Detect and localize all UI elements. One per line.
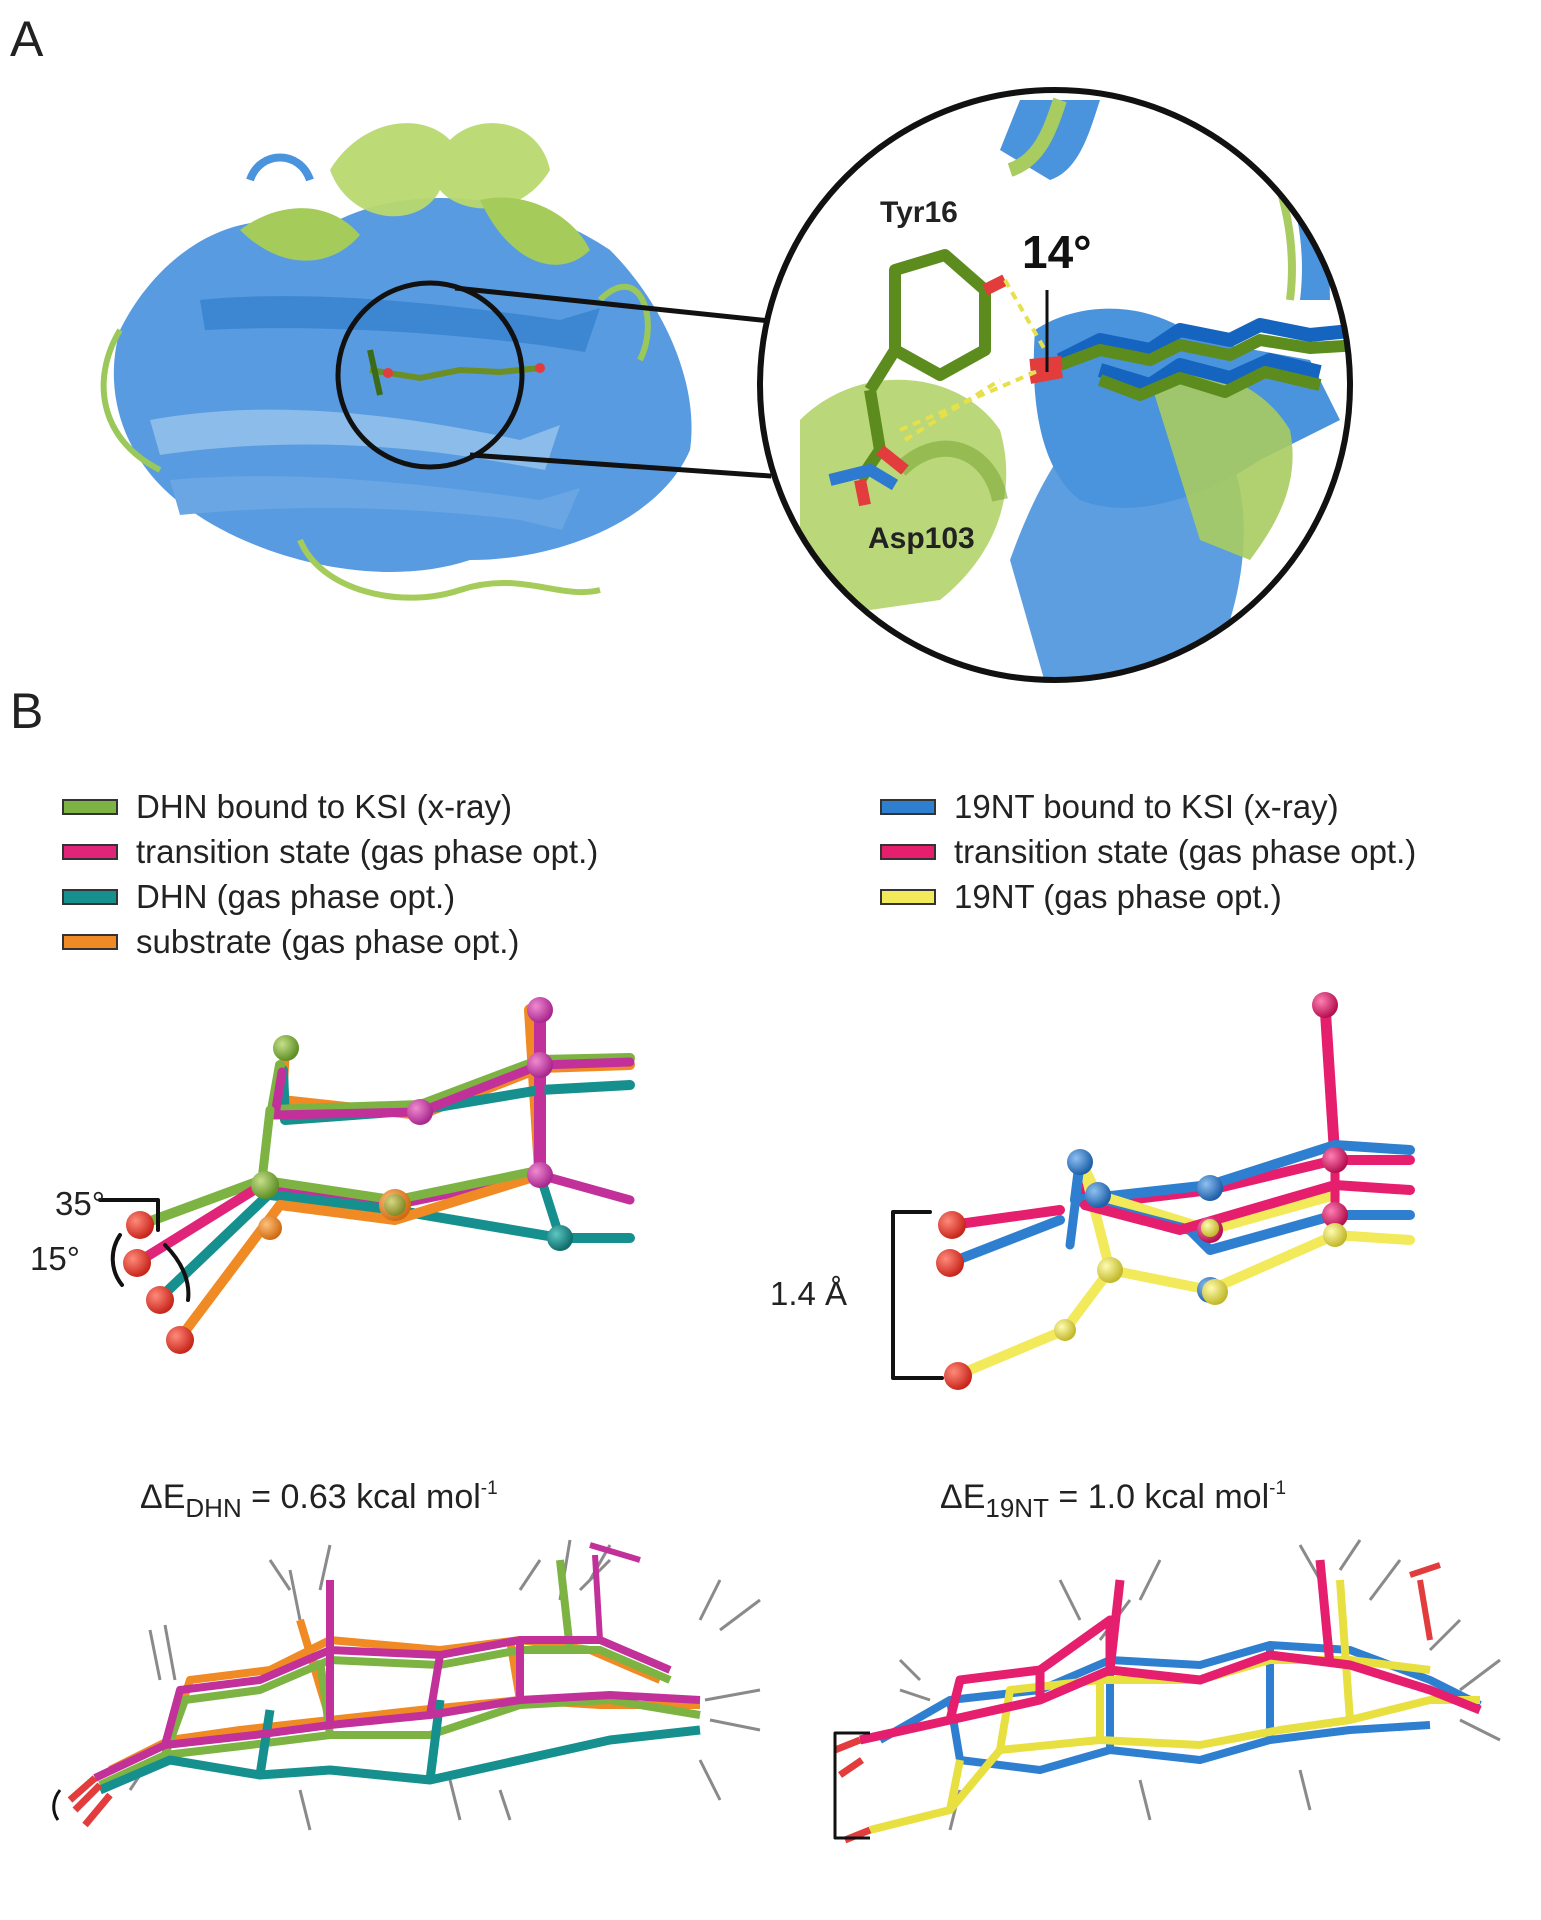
- angle-35-label: 35°: [55, 1185, 105, 1222]
- energy-subscript: 19NT: [985, 1493, 1049, 1523]
- legend-label: 19NT bound to KSI (x-ray): [954, 788, 1339, 825]
- legend-swatch: [880, 889, 936, 905]
- energy-value: = 0.63 kcal mol: [241, 1478, 481, 1516]
- legend-label: DHN bound to KSI (x-ray): [136, 788, 512, 825]
- asp103-label: Asp103: [868, 522, 975, 555]
- legend-swatch: [880, 844, 936, 860]
- legend-swatch: [62, 889, 118, 905]
- legend-label: substrate (gas phase opt.): [136, 923, 520, 960]
- legend-label: 19NT (gas phase opt.): [954, 878, 1282, 915]
- energy-dhn-label: ΔEDHN = 0.63 kcal mol-1: [140, 1478, 498, 1524]
- legend-swatch: [880, 799, 936, 815]
- energy-superscript: -1: [480, 1478, 498, 1499]
- legend-item: substrate (gas phase opt.): [62, 922, 519, 962]
- wireframe-19nt: [833, 1539, 1501, 1844]
- panel-b-letter: B: [10, 683, 44, 739]
- legend-item: DHN bound to KSI (x-ray): [62, 787, 512, 827]
- energy-19nt-label: ΔE19NT = 1.0 kcal mol-1: [940, 1478, 1286, 1524]
- legend-swatch: [62, 799, 118, 815]
- legend-item: transition state (gas phase opt.): [62, 832, 598, 872]
- selection-circle: [335, 280, 525, 470]
- energy-superscript: -1: [1269, 1478, 1287, 1499]
- wireframe-dhn: [52, 1539, 761, 1831]
- protein-cartoon: [100, 123, 692, 601]
- legend-label: transition state (gas phase opt.): [136, 833, 599, 870]
- angle-14-label: 14°: [1022, 226, 1092, 278]
- zoom-inset: [760, 90, 1350, 680]
- energy-value: = 1.0 kcal mol: [1048, 1478, 1270, 1516]
- legend-item: 19NT (gas phase opt.): [880, 877, 1282, 917]
- legend-swatch: [62, 934, 118, 950]
- energy-prefix: ΔE: [140, 1478, 186, 1516]
- legend-swatch: [62, 844, 118, 860]
- distance-label: 1.4 Å: [770, 1275, 847, 1312]
- energy-prefix: ΔE: [940, 1478, 986, 1516]
- legend-label: transition state (gas phase opt.): [954, 833, 1417, 870]
- angle-15-label: 15°: [30, 1240, 80, 1277]
- ball-stick-dhn: [98, 997, 635, 1354]
- tyr16-label: Tyr16: [880, 196, 958, 229]
- ball-stick-19nt: [891, 992, 1415, 1390]
- zoom-circle: [757, 87, 1353, 683]
- legend-item: 19NT bound to KSI (x-ray): [880, 787, 1339, 827]
- panel-a-letter: A: [10, 11, 44, 67]
- legend-item: transition state (gas phase opt.): [880, 832, 1416, 872]
- legend-label: DHN (gas phase opt.): [136, 878, 456, 915]
- energy-subscript: DHN: [185, 1493, 242, 1523]
- legend-item: DHN (gas phase opt.): [62, 877, 455, 917]
